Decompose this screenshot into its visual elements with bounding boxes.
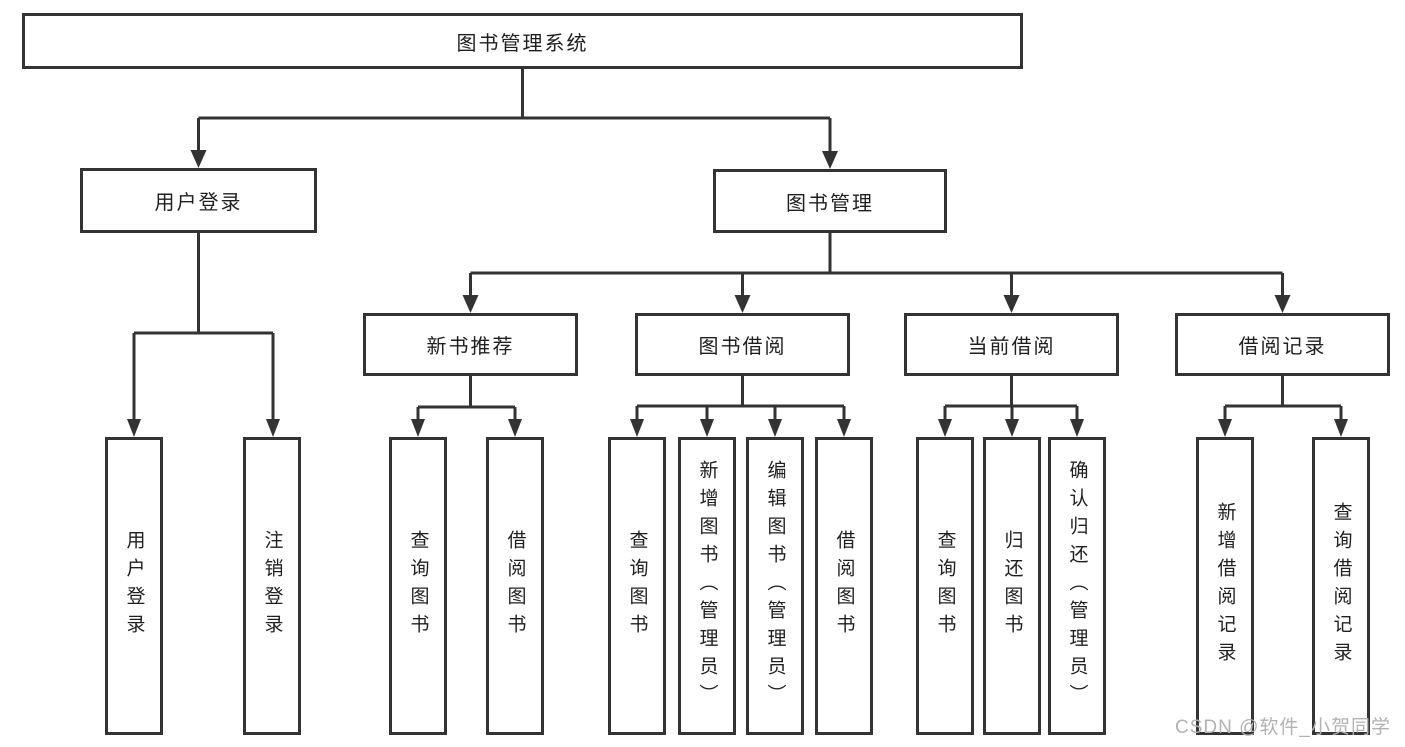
connector-current-to-leaves — [943, 376, 1079, 421]
leaf-box-borrow-books-2: 借阅图书 — [815, 437, 873, 735]
root-label: 图书管理系统 — [456, 32, 589, 55]
leaf-label-user-login: 用户登录 — [123, 530, 145, 642]
section-box-book-borrowing: 图书借阅 — [635, 313, 850, 376]
section-label-book-borrowing: 图书借阅 — [698, 336, 787, 358]
leaf-label-add-book-admin: 新增图书（管理员） — [696, 460, 718, 712]
leaf-box-edit-book-admin: 编辑图书（管理员） — [746, 437, 804, 735]
connector-newbooks-to-leaves — [416, 376, 517, 421]
branch-box-user-login: 用户登录 — [80, 168, 317, 233]
arrowheads-level3 — [462, 295, 1291, 313]
leaf-label-borrow-books-2: 借阅图书 — [833, 530, 855, 642]
watermark-text: CSDN @软件_小贺同学 — [1175, 717, 1391, 738]
leaf-box-logout: 注销登录 — [243, 437, 301, 735]
leaf-box-confirm-return-admin: 确认归还（管理员） — [1048, 437, 1106, 735]
leaf-label-logout: 注销登录 — [261, 530, 283, 642]
branch-box-book-management: 图书管理 — [713, 169, 947, 233]
branch-label-book-management: 图书管理 — [786, 192, 874, 215]
leaf-box-query-books-3: 查询图书 — [916, 437, 974, 735]
leaf-label-return-book: 归还图书 — [1001, 530, 1023, 642]
arrowheads-newbooks-leaves — [411, 419, 522, 437]
arrowheads-records-leaves — [1218, 419, 1348, 437]
section-label-current-borrowing: 当前借阅 — [967, 336, 1056, 358]
leaf-label-borrow-books-1: 借阅图书 — [504, 530, 526, 642]
leaf-box-query-borrow-record: 查询借阅记录 — [1312, 437, 1370, 735]
arrowheads-borrowing-leaves — [630, 419, 851, 437]
connector-root-to-level2 — [197, 69, 832, 153]
arrowheads-userlogin-leaves — [127, 419, 280, 437]
section-box-borrowing-records: 借阅记录 — [1175, 313, 1390, 376]
connector-bookmgmt-to-level3 — [469, 233, 1284, 297]
arrowheads-current-leaves — [938, 419, 1084, 437]
leaf-box-return-book: 归还图书 — [983, 437, 1041, 735]
section-label-new-book-recommend: 新书推荐 — [426, 336, 515, 358]
leaf-label-edit-book-admin: 编辑图书（管理员） — [764, 460, 786, 712]
leaf-label-add-borrow-record: 新增借阅记录 — [1214, 502, 1236, 670]
connector-records-to-leaves — [1223, 376, 1343, 421]
leaf-label-query-books-2: 查询图书 — [626, 530, 648, 642]
section-label-borrowing-records: 借阅记录 — [1238, 336, 1327, 358]
leaf-label-confirm-return-admin: 确认归还（管理员） — [1066, 460, 1088, 712]
root-box-library-system: 图书管理系统 — [22, 13, 1023, 69]
leaf-label-query-books-3: 查询图书 — [934, 530, 956, 642]
connector-userlogin-to-leaves — [132, 233, 275, 421]
section-box-new-book-recommend: 新书推荐 — [363, 313, 578, 376]
leaf-box-add-borrow-record: 新增借阅记录 — [1196, 437, 1254, 735]
leaf-box-user-login: 用户登录 — [105, 437, 163, 735]
connector-borrowing-to-leaves — [635, 376, 846, 421]
leaf-box-borrow-books-1: 借阅图书 — [486, 437, 544, 735]
section-box-current-borrowing: 当前借阅 — [904, 313, 1119, 376]
leaf-box-query-books-1: 查询图书 — [389, 437, 447, 735]
leaf-label-query-books-1: 查询图书 — [407, 530, 429, 642]
branch-label-user-login: 用户登录 — [154, 192, 243, 214]
leaf-box-query-books-2: 查询图书 — [608, 437, 666, 735]
leaf-box-add-book-admin: 新增图书（管理员） — [678, 437, 736, 735]
arrowheads-level2 — [190, 150, 838, 169]
leaf-label-query-borrow-record: 查询借阅记录 — [1330, 502, 1352, 670]
